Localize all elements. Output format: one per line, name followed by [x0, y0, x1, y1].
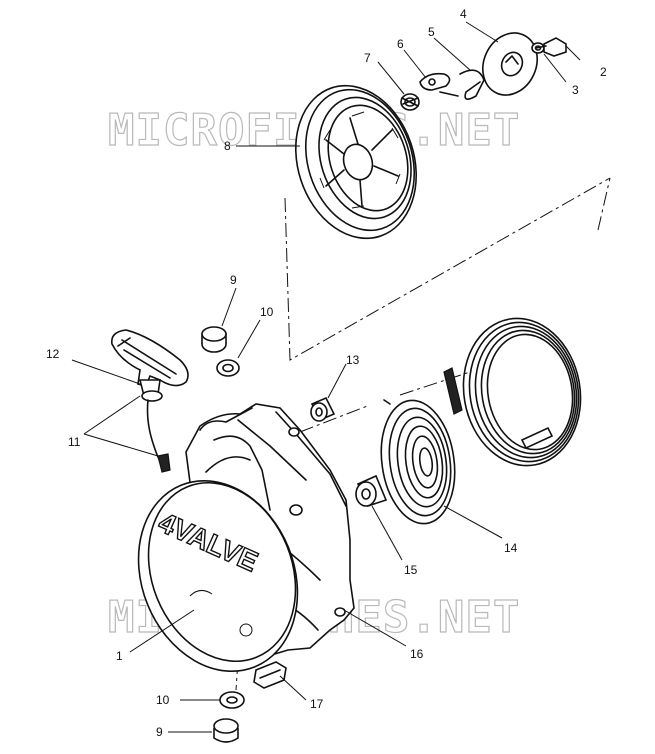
- plug-top: [201, 326, 227, 353]
- callout-9-top: 9: [230, 273, 237, 287]
- ratchet-pawl: [419, 72, 459, 97]
- callout-16: 16: [410, 647, 424, 661]
- callout-3: 3: [572, 83, 579, 97]
- callout-5: 5: [428, 25, 435, 39]
- callout-9-bottom: 9: [156, 725, 163, 739]
- callout-8: 8: [224, 139, 231, 153]
- callout-17: 17: [310, 697, 324, 711]
- callout-7: 7: [364, 51, 371, 65]
- callout-11: 11: [68, 435, 81, 449]
- rope-pulley: [295, 84, 417, 240]
- callout-4: 4: [460, 7, 467, 21]
- callout-10-top: 10: [260, 305, 274, 319]
- friction-spring: [459, 69, 485, 100]
- starter-cover: [137, 479, 299, 673]
- callout-labels: 1 2 3 4 5 6 7 8 9 9 10 10 11 12 13 14 15…: [46, 7, 607, 739]
- callout-1: 1: [116, 649, 123, 663]
- plug-bottom: [213, 718, 239, 743]
- washer-bottom: [219, 691, 245, 709]
- bolt-part-2: [535, 37, 567, 57]
- callout-2: 2: [600, 65, 607, 79]
- callout-10-bottom: 10: [156, 693, 170, 707]
- recoil-spring: [380, 399, 456, 525]
- washer-top: [216, 359, 240, 377]
- callout-6: 6: [397, 37, 404, 51]
- bushing-part-15: [355, 474, 388, 507]
- callout-12: 12: [46, 347, 60, 361]
- callout-13: 13: [346, 353, 360, 367]
- friction-plate: [482, 32, 538, 96]
- callout-15: 15: [404, 563, 418, 577]
- rope-coil: [443, 317, 582, 467]
- starter-handle: [110, 329, 189, 402]
- spring-part-7: [400, 93, 420, 111]
- callout-14: 14: [504, 541, 518, 555]
- starter-rope: [146, 399, 171, 473]
- bushing-part-13: [310, 396, 336, 422]
- leader-lines: [71, 21, 581, 733]
